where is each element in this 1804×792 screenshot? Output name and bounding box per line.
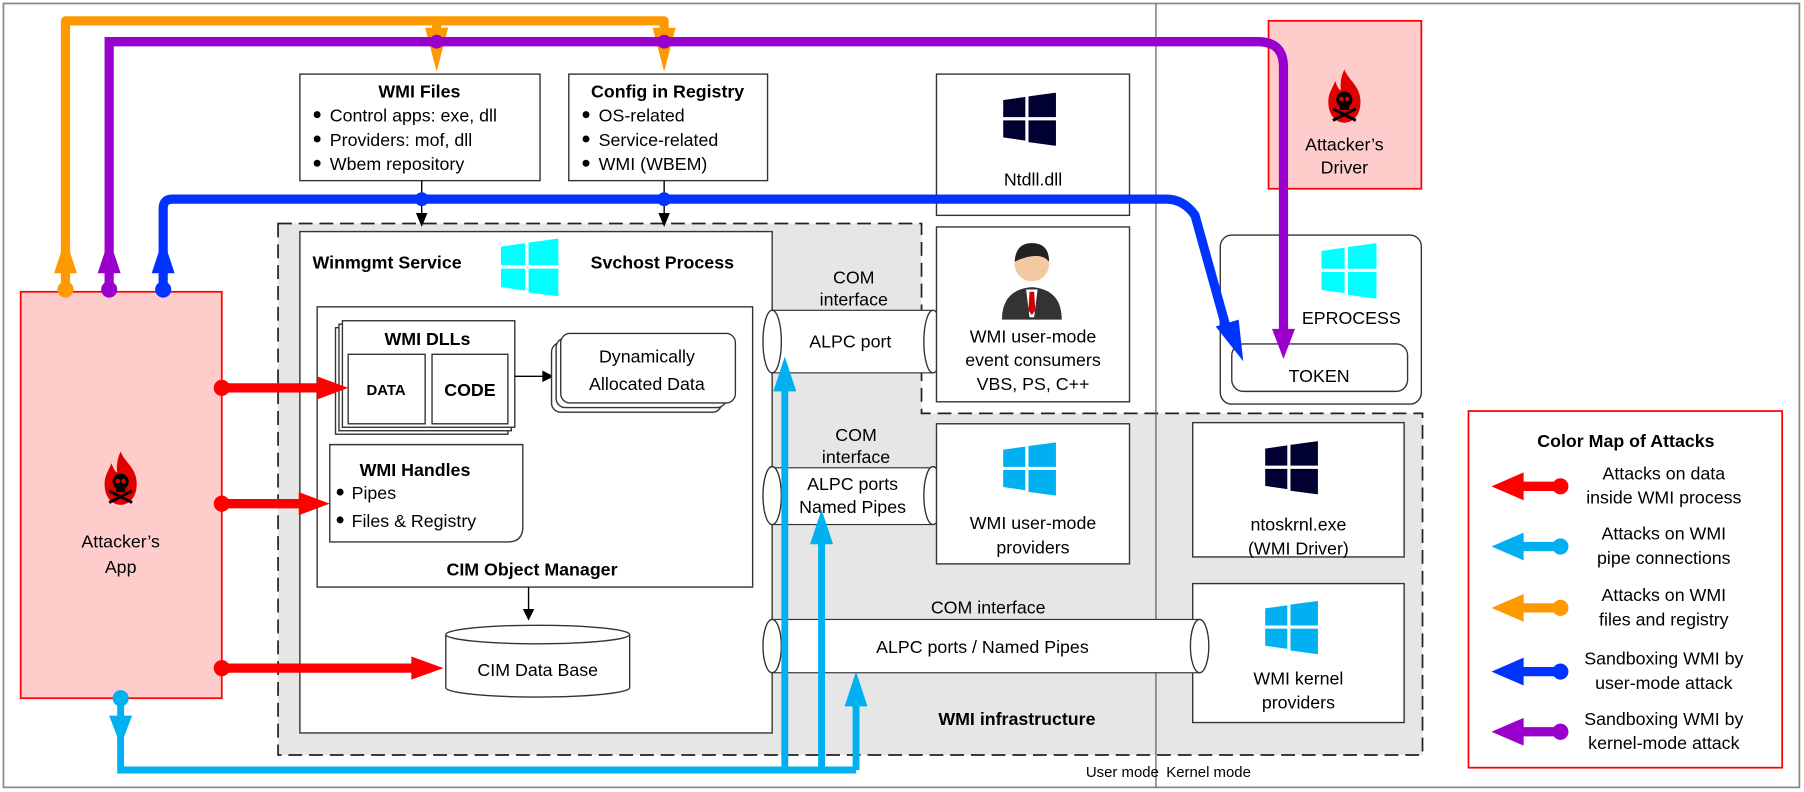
svg-text:WMI user-mode: WMI user-mode <box>970 513 1097 533</box>
user-mode-providers-box: WMI user-mode providers <box>935 423 1131 565</box>
svg-text:DATA: DATA <box>366 382 405 399</box>
pipe-attack-paths <box>109 356 868 774</box>
cim-database: CIM Data Base <box>445 624 631 698</box>
svg-text:WMI user-mode: WMI user-mode <box>970 327 1097 347</box>
svg-text:CIM Object Manager: CIM Object Manager <box>446 559 617 579</box>
svg-text:WMI (WBEM): WMI (WBEM) <box>599 154 708 174</box>
svg-text:event consumers: event consumers <box>965 350 1101 370</box>
alpc-ports-named-pipes: ALPC ports Named Pipes <box>762 465 943 526</box>
dll-code-box <box>431 353 509 425</box>
com-interface-label: COM <box>835 425 877 445</box>
legend-item-user-sandbox: Sandboxing WMI by user-mode attack <box>1491 649 1743 693</box>
svg-text:files and registry: files and registry <box>1599 609 1729 629</box>
ntdll-box: Ntdll.dll <box>935 73 1131 217</box>
svg-text:VBS, PS, C++: VBS, PS, C++ <box>977 374 1090 394</box>
svg-text:kernel-mode attack: kernel-mode attack <box>1588 733 1739 753</box>
svg-text:Pipes: Pipes <box>352 483 397 503</box>
kernel-mode-label: Kernel mode <box>1166 764 1251 781</box>
user-sandbox-path <box>151 192 1244 362</box>
arrowhead <box>522 609 535 621</box>
legend: Color Map of Attacks Attacks on data insi… <box>1467 410 1784 769</box>
com-interface-label: COM <box>833 268 875 288</box>
ntoskrnl-box: ntoskrnl.exe (WMI Driver) <box>1192 421 1405 559</box>
eprocess-label: EPROCESS <box>1302 308 1401 328</box>
kernel-sandbox-path <box>97 34 1295 359</box>
arrowhead <box>542 370 554 383</box>
svg-text:pipe connections: pipe connections <box>1597 548 1731 568</box>
svg-text:Attacks on WMI: Attacks on WMI <box>1602 524 1727 544</box>
legend-item-pipe-attack: Attacks on WMI pipe connections <box>1491 524 1731 568</box>
wmi-files-box: WMI Files Control apps: exe, dll Provide… <box>299 73 541 182</box>
winmgmt-service-label: Winmgmt Service <box>313 253 462 273</box>
arrowhead <box>658 213 670 227</box>
svg-text:WMI Files: WMI Files <box>378 81 460 101</box>
svg-text:App: App <box>105 557 137 577</box>
svg-text:TOKEN: TOKEN <box>1289 366 1350 386</box>
svg-text:WMI Handles: WMI Handles <box>360 460 471 480</box>
svg-text:Attacker’s: Attacker’s <box>1305 134 1384 154</box>
wmi-handles-box: WMI Handles Pipes Files & Registry <box>329 443 524 543</box>
legend-item-data-attack: Attacks on data inside WMI process <box>1491 463 1741 508</box>
svg-text:Providers: mof, dll: Providers: mof, dll <box>330 130 472 150</box>
svg-text:Sandboxing WMI by: Sandboxing WMI by <box>1584 649 1743 669</box>
event-consumers-box: WMI user-mode event consumers VBS, PS, C… <box>935 226 1131 403</box>
svg-text:Driver: Driver <box>1321 158 1368 178</box>
svg-text:Allocated Data: Allocated Data <box>589 374 705 394</box>
legend-item-file-attack: Attacks on WMI files and registry <box>1491 585 1729 629</box>
svg-text:Ntdll.dll: Ntdll.dll <box>1004 169 1062 189</box>
com-interface-label: COM interface <box>931 598 1046 618</box>
svg-text:CODE: CODE <box>444 380 495 400</box>
svg-text:Color Map of Attacks: Color Map of Attacks <box>1537 431 1714 451</box>
com-interface-label: interface <box>822 447 890 467</box>
person-icon <box>1001 243 1062 320</box>
svg-text:inside WMI process: inside WMI process <box>1586 488 1741 508</box>
alpc-port-pipe: ALPC port <box>762 309 943 374</box>
svg-text:providers: providers <box>1262 693 1335 713</box>
com-interface-label: interface <box>820 290 888 310</box>
arrowhead <box>415 213 428 227</box>
dll-data-box <box>347 353 426 425</box>
svg-text:Attacks on data: Attacks on data <box>1602 463 1725 483</box>
svg-text:Sandboxing WMI by: Sandboxing WMI by <box>1584 709 1743 729</box>
svg-text:Service-related: Service-related <box>599 130 719 150</box>
kernel-providers-box: WMI kernel providers <box>1192 582 1405 724</box>
svg-text:Named Pipes: Named Pipes <box>799 497 906 517</box>
svg-text:(WMI Driver): (WMI Driver) <box>1248 539 1349 559</box>
svg-text:Wbem repository: Wbem repository <box>330 154 465 174</box>
svg-text:user-mode attack: user-mode attack <box>1595 673 1733 693</box>
token-box <box>1231 343 1409 393</box>
attackers-driver-box: Attacker’s Driver <box>1267 19 1423 190</box>
svg-text:providers: providers <box>996 537 1069 557</box>
svg-text:Files & Registry: Files & Registry <box>352 511 477 531</box>
attackers-app-box: Attacker’s App <box>19 290 223 700</box>
svg-text:WMI DLLs: WMI DLLs <box>384 329 470 349</box>
svg-text:ALPC ports: ALPC ports <box>807 474 898 494</box>
user-mode-label: User mode <box>1086 764 1159 781</box>
dynamic-data-box: Dynamically Allocated Data <box>550 332 737 413</box>
svg-text:Control apps: exe, dll: Control apps: exe, dll <box>330 106 497 126</box>
svg-text:ALPC port: ALPC port <box>809 331 891 351</box>
legend-item-kernel-sandbox: Sandboxing WMI by kernel-mode attack <box>1491 709 1743 753</box>
svg-text:WMI kernel: WMI kernel <box>1253 668 1343 688</box>
eprocess-box: TOKEN <box>1219 234 1423 405</box>
svg-text:Dynamically: Dynamically <box>599 346 695 366</box>
svg-text:OS-related: OS-related <box>599 106 685 126</box>
svg-text:ntoskrnl.exe: ntoskrnl.exe <box>1250 514 1346 534</box>
wmi-infrastructure-label: WMI infrastructure <box>938 709 1095 729</box>
alpc-ports-named-pipes-long: ALPC ports / Named Pipes <box>762 618 1210 674</box>
registry-config-box: Config in Registry OS-related Service-re… <box>568 73 769 182</box>
svg-text:Config in Registry: Config in Registry <box>591 81 744 101</box>
svg-text:Attacks on WMI: Attacks on WMI <box>1602 585 1727 605</box>
svg-text:CIM Data Base: CIM Data Base <box>477 660 598 680</box>
wmi-dlls-box: WMI DLLs DATA CODE <box>334 320 516 435</box>
svg-text:Attacker’s: Attacker’s <box>81 532 160 552</box>
svchost-process-label: Svchost Process <box>591 253 734 273</box>
data-attack-paths <box>213 376 444 680</box>
svg-text:ALPC ports / Named Pipes: ALPC ports / Named Pipes <box>876 637 1089 657</box>
